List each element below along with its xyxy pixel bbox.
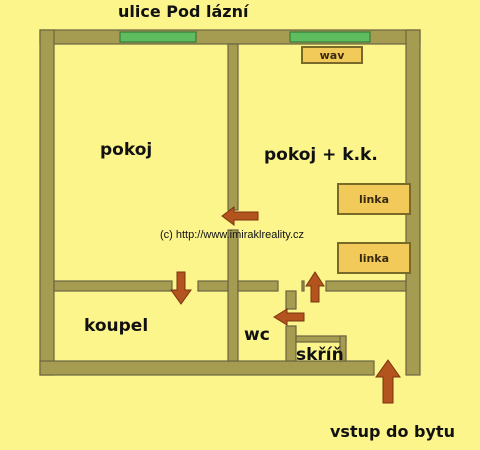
room-2-label: pokoj + k.k. bbox=[264, 145, 378, 165]
wall-bottom bbox=[39, 360, 375, 376]
arrow-up-icon bbox=[305, 271, 325, 303]
wall-wc-top-left bbox=[237, 280, 279, 292]
wall-bath-top-right bbox=[197, 280, 229, 292]
kitchen-line-1-label: linka bbox=[359, 193, 389, 206]
arrow-down-icon bbox=[170, 271, 192, 305]
wall-middle-upper bbox=[227, 43, 239, 211]
copyright-label: (c) http://www.imiraklreality.cz bbox=[160, 229, 304, 241]
wall-bath-top-left bbox=[53, 280, 173, 292]
water-heater-label: wav bbox=[320, 49, 346, 62]
closet-label: skříň bbox=[296, 345, 344, 365]
room-1-label: pokoj bbox=[100, 140, 152, 160]
entrance-label: vstup do bytu bbox=[330, 422, 455, 441]
kitchen-line-2-label: linka bbox=[359, 252, 389, 265]
arrow-left-wc-icon bbox=[273, 308, 305, 326]
wc-label: wc bbox=[244, 325, 270, 345]
window-right bbox=[289, 31, 371, 43]
water-heater-fixture bbox=[301, 46, 363, 64]
arrow-left-icon bbox=[221, 206, 259, 226]
bathroom-label: koupel bbox=[84, 316, 148, 336]
wall-closet-top bbox=[295, 335, 347, 343]
wall-left bbox=[39, 29, 55, 376]
wall-closet-right bbox=[339, 335, 347, 362]
wall-wc-top-right bbox=[325, 280, 407, 292]
wall-wc-right-lower bbox=[285, 325, 297, 362]
kitchen-line-1 bbox=[337, 183, 411, 215]
wall-wc-right-upper bbox=[285, 290, 297, 310]
window-left bbox=[119, 31, 197, 43]
arrow-entrance-icon bbox=[375, 359, 401, 404]
wall-middle-lower bbox=[227, 229, 239, 362]
wall-wc-top-mid bbox=[301, 280, 305, 292]
kitchen-line-2 bbox=[337, 242, 411, 274]
street-label: ulice Pod lázní bbox=[118, 2, 250, 21]
